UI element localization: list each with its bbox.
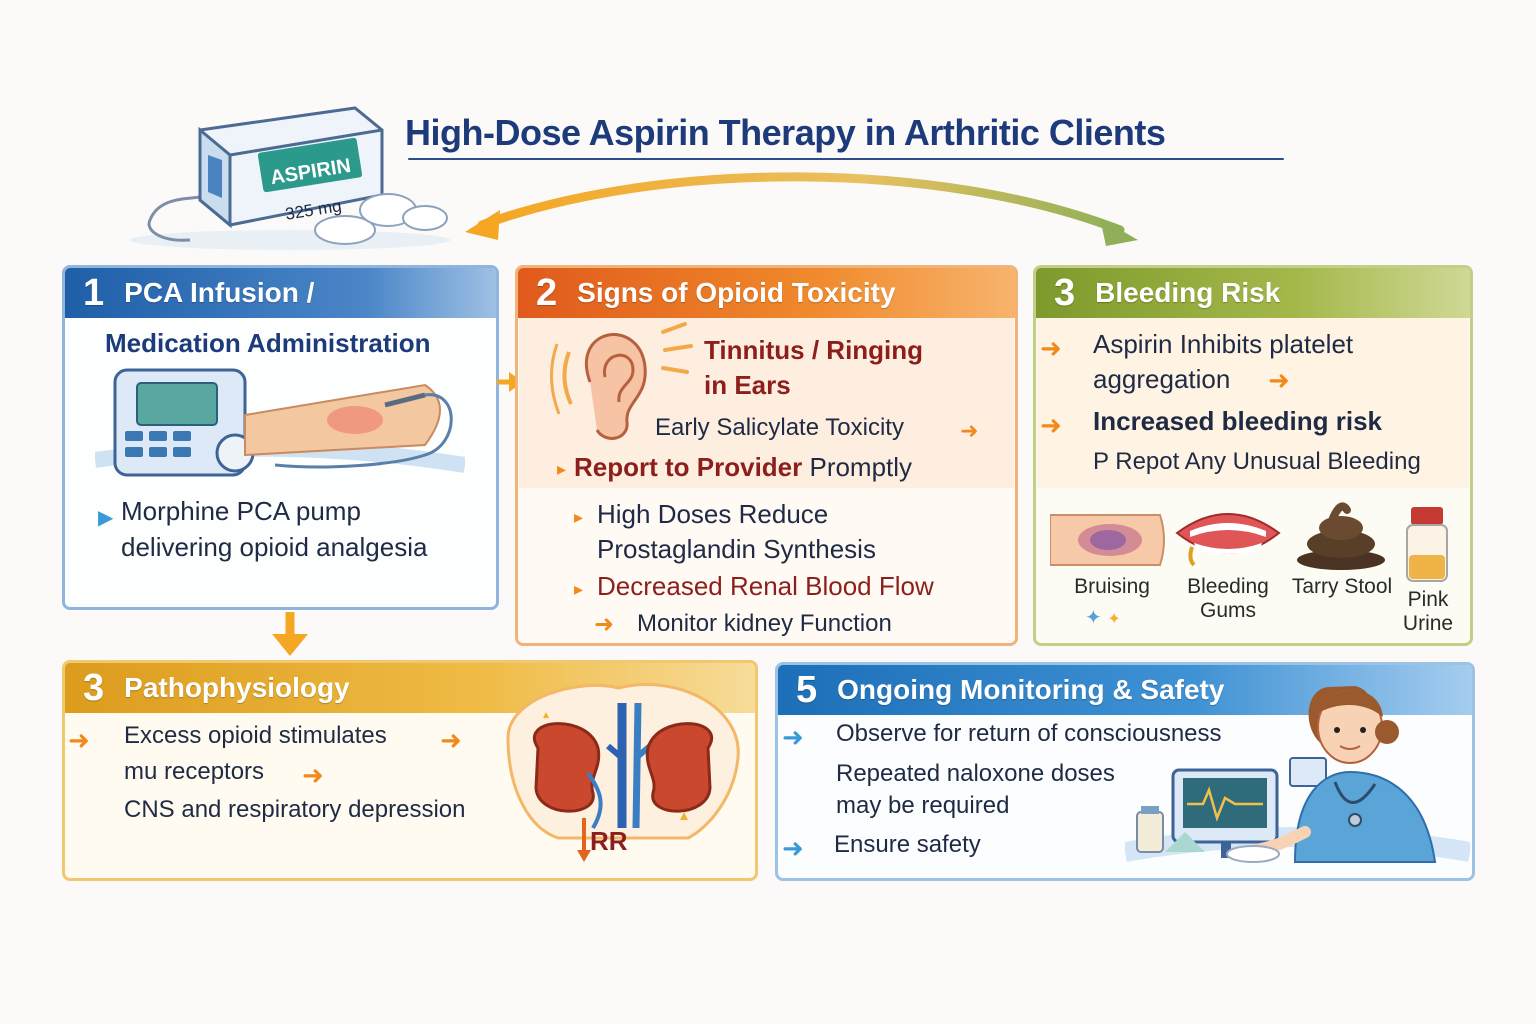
panel-bleeding-band <box>1037 318 1469 488</box>
monitor-arrow2-icon: ➜ <box>782 833 804 863</box>
monitoring-line1: Observe for return of consciousness <box>836 720 1222 747</box>
page-title: High-Dose Aspirin Therapy in Arthritic C… <box>405 112 1166 153</box>
tinnitus-line2: in Ears <box>704 370 791 400</box>
patho-arrow3-icon: ➜ <box>302 760 324 790</box>
tarry-stool-icon <box>1297 502 1385 570</box>
patho-arrow2-icon: ➜ <box>440 725 462 755</box>
inhibits-line2: aggregation <box>1093 364 1231 394</box>
panel-bleeding-number: 3 <box>1054 271 1076 314</box>
connector-arrow-down <box>272 612 308 656</box>
panel-pca-header: 1 PCA Infusion / <box>65 268 496 318</box>
high-doses-line2: Prostaglandin Synthesis <box>597 534 876 564</box>
panel-opioid-number: 2 <box>536 271 558 314</box>
patho-line2: mu receptors <box>124 758 265 785</box>
monitor-arrow1-icon: ➜ <box>782 722 804 752</box>
monitoring-line2b: may be required <box>836 792 1010 819</box>
report-provider-rest: Promptly <box>802 452 913 482</box>
sign-label-bleeding-line2: Gums <box>1199 599 1256 622</box>
panel-patho-number: 3 <box>83 666 105 709</box>
panel-pca-subheading: Medication Administration <box>105 328 431 358</box>
patho-line3: CNS and respiratory depression <box>124 796 466 823</box>
kidneys-icon: RR <box>506 683 740 862</box>
panel-pca-number: 1 <box>83 271 105 314</box>
high-doses-line1: High Doses Reduce <box>597 499 829 529</box>
pca-bullet-line2: delivering opioid analgesia <box>121 532 428 562</box>
panel-monitoring-heading: Ongoing Monitoring & Safety <box>837 674 1225 705</box>
early-salicylate: Early Salicylate Toxicity <box>655 414 904 441</box>
panel-opioid-header: 2 Signs of Opioid Toxicity <box>518 268 1015 318</box>
renal-flow: Decreased Renal Blood Flow <box>597 571 934 601</box>
high-doses-bullet-icon: ▸ <box>574 507 584 527</box>
urine-bottle-icon <box>1406 507 1448 582</box>
monitor-icon <box>1171 768 1279 858</box>
early-arrow-icon: ➜ <box>960 418 979 443</box>
tinnitus-line1: Tinnitus / Ringing <box>704 335 924 365</box>
nurse-icon <box>1125 686 1470 863</box>
report-provider-bold: Report to Provider <box>574 452 803 482</box>
report-bullet-icon: ▸ <box>557 459 567 479</box>
monitor-arrow-icon: ➜ <box>594 611 615 638</box>
sign-label-urine-line1: Pink <box>1407 588 1449 611</box>
panel-opioid-heading: Signs of Opioid Toxicity <box>577 277 896 308</box>
pca-bullet-line1: Morphine PCA pump <box>121 496 361 526</box>
sign-label-bleeding-line1: Bleeding <box>1187 575 1269 598</box>
sparkle-icon: ✦ ✦ <box>1085 607 1121 629</box>
patho-arrow1-icon: ➜ <box>68 725 90 755</box>
arm-iv-icon <box>244 383 453 469</box>
report-bleeding: P Repot Any Unusual Bleeding <box>1093 448 1421 475</box>
bleeding-gums-icon <box>1175 513 1281 567</box>
monitor-kidney: Monitor kidney Function <box>637 610 892 637</box>
report-provider: Report to Provider Promptly <box>574 452 912 483</box>
panel-patho-heading: Pathophysiology <box>124 672 350 703</box>
renal-bullet-icon: ▸ <box>574 579 584 599</box>
sign-label-stool: Tarry Stool <box>1291 575 1393 598</box>
cycle-arrow <box>465 172 1138 246</box>
panel-monitoring-number: 5 <box>796 668 818 711</box>
inhibits-line1: Aspirin Inhibits platelet <box>1093 329 1354 359</box>
increased-bleeding: Increased bleeding risk <box>1093 406 1383 436</box>
increased-arrow-icon: ➜ <box>1040 410 1062 440</box>
sign-label-bruising: Bruising <box>1074 575 1150 598</box>
aspirin-box-icon: ASPIRIN 325 mg <box>130 106 450 250</box>
ear-icon <box>549 322 693 440</box>
panel-bleeding-header: 3 Bleeding Risk <box>1036 268 1470 318</box>
aggregation-arrow-icon: ➜ <box>1268 365 1290 395</box>
monitoring-line3: Ensure safety <box>834 831 981 858</box>
patho-line1: Excess opioid stimulates <box>124 722 387 749</box>
panel-pca-heading: PCA Infusion / <box>124 277 315 308</box>
rr-label: RR <box>590 826 628 856</box>
monitoring-line2a: Repeated naloxone doses <box>836 760 1115 787</box>
pca-pump-icon <box>95 368 465 477</box>
bruise-icon <box>1050 514 1165 566</box>
inhibits-arrow-icon: ➜ <box>1040 333 1062 363</box>
panel-bleeding-heading: Bleeding Risk <box>1095 277 1281 308</box>
pca-bullet-icon: ▶ <box>98 507 114 529</box>
title-underline <box>408 158 1284 160</box>
sign-label-urine-line2: Urine <box>1402 612 1454 635</box>
